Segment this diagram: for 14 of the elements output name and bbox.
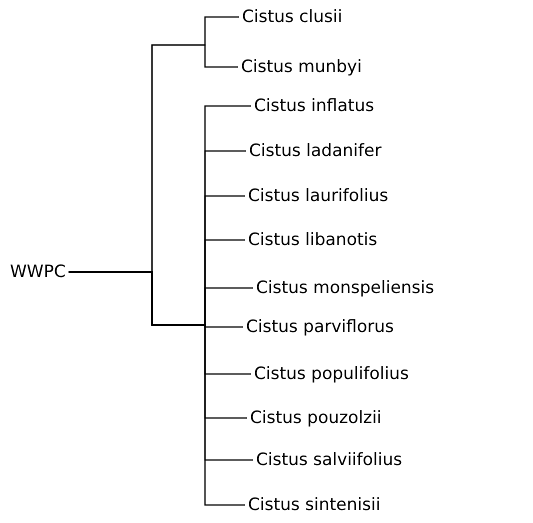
tree-branch-line [68, 271, 245, 506]
species-label: Cistus populifolius [254, 364, 409, 384]
species-label: Cistus salviifolius [256, 450, 402, 470]
root-label: WWPC [10, 262, 66, 282]
species-label: Cistus inflatus [254, 96, 374, 116]
species-label: Cistus munbyi [241, 57, 362, 77]
species-label: Cistus sintenisii [248, 495, 380, 515]
species-label: Cistus clusii [242, 7, 342, 27]
species-label: Cistus monspeliensis [256, 278, 434, 298]
species-label: Cistus parviflorus [246, 317, 394, 337]
species-label: Cistus ladanifer [249, 141, 382, 161]
species-label: Cistus laurifolius [248, 186, 388, 206]
species-label: Cistus libanotis [248, 230, 378, 250]
species-label: Cistus pouzolzii [250, 408, 382, 428]
